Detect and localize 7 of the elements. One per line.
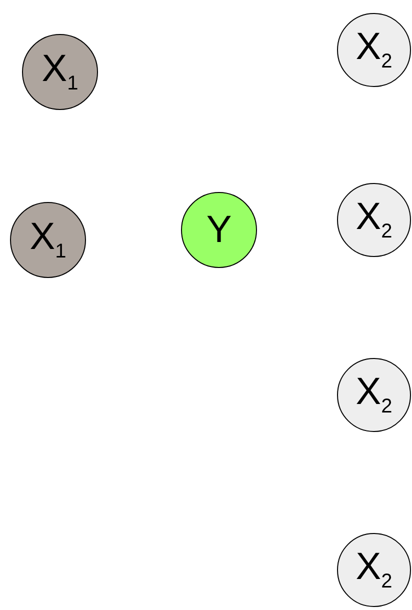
node-label: X$_{1}$ <box>30 218 66 262</box>
node-label: X$_{2}$ <box>356 373 392 417</box>
node-label: X$_{2}$ <box>356 198 392 242</box>
node-label: Y <box>206 211 232 249</box>
node-label: X$_{2}$ <box>356 28 392 72</box>
node-label: X$_{2}$ <box>356 548 392 592</box>
node-label: X$_{1}$ <box>42 50 78 94</box>
